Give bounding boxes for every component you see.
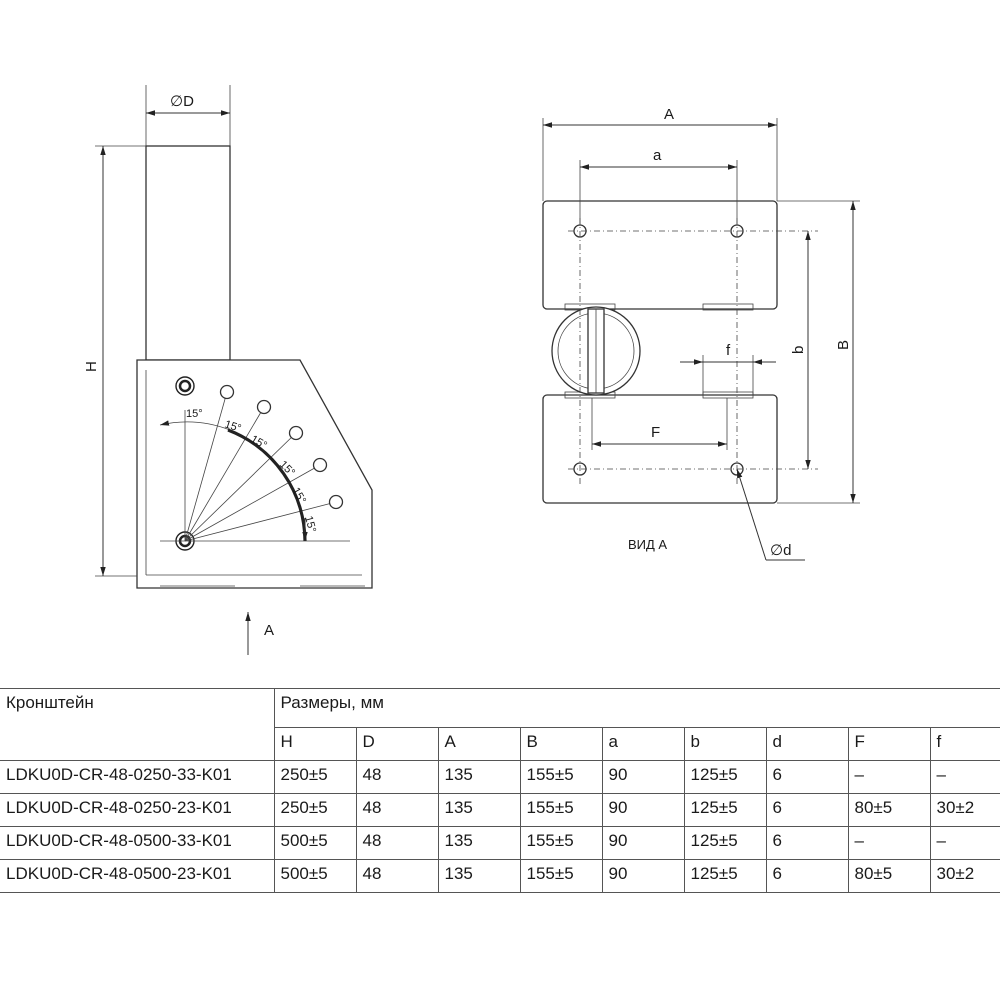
cell-value: 135	[437, 793, 521, 827]
cell-value: 125±5	[683, 826, 767, 860]
label-dia-d: ∅d	[770, 542, 791, 559]
cell-value: 135	[437, 760, 521, 794]
adjust-hole-5	[328, 494, 344, 510]
col-header: A	[437, 727, 521, 761]
label-H: H	[83, 361, 100, 372]
angle-label-2: 15°	[223, 418, 243, 435]
cell-value: 90	[601, 760, 685, 794]
cell-value: 155±5	[519, 760, 603, 794]
col-header: a	[601, 727, 685, 761]
label-b: b	[790, 346, 807, 354]
cell-value: 155±5	[519, 859, 603, 893]
cell-value: –	[847, 760, 931, 794]
cell-value: –	[929, 826, 1000, 860]
angle-label-6: 15°	[302, 515, 318, 534]
cell-value: 90	[601, 859, 685, 893]
cell-value: 125±5	[683, 760, 767, 794]
cell-value: 90	[601, 826, 685, 860]
bracket-model: LDKU0D-CR-48-0500-23-K01	[0, 859, 275, 893]
cell-value: 155±5	[519, 793, 603, 827]
angle-arc	[227, 428, 307, 542]
adjust-hole-2	[256, 399, 272, 415]
label-F: F	[651, 424, 660, 441]
header-dimensions: Размеры, мм	[273, 688, 1000, 728]
cell-value: 48	[355, 859, 439, 893]
col-header: F	[847, 727, 931, 761]
adjust-hole-3	[288, 425, 304, 441]
pipe-body	[145, 145, 231, 361]
side-view: ∅D H 15° 15° 15° 15° 15°	[83, 85, 373, 655]
cell-value: 250±5	[273, 760, 357, 794]
view-caption: ВИД А	[628, 537, 667, 552]
col-header: D	[355, 727, 439, 761]
dimensions-table: Кронштейн Размеры, мм H D A B a b d F f …	[0, 688, 1000, 893]
label-dia-D: ∅D	[170, 93, 194, 110]
col-header: f	[929, 727, 1000, 761]
adjust-hole-1	[219, 384, 235, 400]
cell-value: –	[847, 826, 931, 860]
cell-value: –	[929, 760, 1000, 794]
col-header: b	[683, 727, 767, 761]
col-header: B	[519, 727, 603, 761]
cell-value: 250±5	[273, 793, 357, 827]
view-a: A a b B f F ∅d ВИД А	[542, 106, 860, 561]
bracket-model: LDKU0D-CR-48-0250-33-K01	[0, 760, 275, 794]
cell-value: 500±5	[273, 859, 357, 893]
cell-value: 48	[355, 826, 439, 860]
technical-drawing: ∅D H 15° 15° 15° 15° 15°	[83, 85, 860, 655]
adjust-hole-4	[312, 457, 328, 473]
label-a: a	[653, 147, 662, 164]
top-plate	[542, 200, 778, 310]
label-A: A	[664, 106, 674, 123]
cell-value: 48	[355, 760, 439, 794]
cell-value: 125±5	[683, 859, 767, 893]
label-f: f	[726, 342, 731, 359]
cell-value: 500±5	[273, 826, 357, 860]
bracket-model: LDKU0D-CR-48-0500-33-K01	[0, 826, 275, 860]
cell-value: 48	[355, 793, 439, 827]
cell-value: 6	[765, 760, 849, 794]
cell-value: 80±5	[847, 793, 931, 827]
cell-value: 30±2	[929, 859, 1000, 893]
cell-value: 6	[765, 859, 849, 893]
cell-value: 135	[437, 826, 521, 860]
cell-value: 125±5	[683, 793, 767, 827]
cell-value: 6	[765, 826, 849, 860]
base-plate	[136, 359, 373, 589]
label-B: B	[835, 340, 852, 350]
col-header: d	[765, 727, 849, 761]
cell-value: 80±5	[847, 859, 931, 893]
bottom-plate	[542, 394, 778, 504]
pivot-hole-top	[175, 376, 195, 396]
angle-label-1: 15°	[186, 408, 203, 420]
cell-value: 90	[601, 793, 685, 827]
header-bracket: Кронштейн	[0, 688, 275, 761]
label-view-A: A	[264, 622, 274, 639]
cell-value: 6	[765, 793, 849, 827]
cell-value: 155±5	[519, 826, 603, 860]
col-header: H	[274, 727, 357, 761]
cell-value: 30±2	[929, 793, 1000, 827]
cell-value: 135	[437, 859, 521, 893]
bracket-model: LDKU0D-CR-48-0250-23-K01	[0, 793, 275, 827]
